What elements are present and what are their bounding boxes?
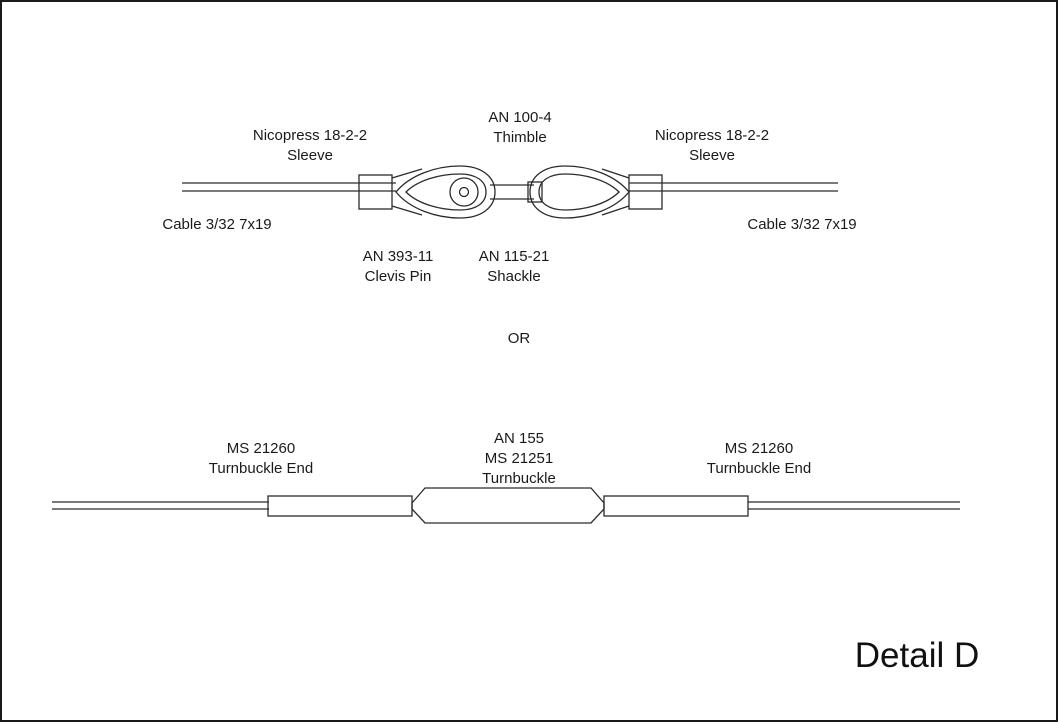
clevis-pin-shape <box>449 177 479 207</box>
cable-wrap-right <box>601 168 630 216</box>
cable-right-label: Cable 3/32 7x19 <box>747 215 856 235</box>
turnbuckle-label-line1: AN 155 <box>493 430 545 447</box>
clevis-pin-label-line1: AN 393-11 <box>362 248 434 265</box>
turnbuckle-end-right-shape <box>603 495 749 517</box>
sleeve-left-shape <box>358 174 393 210</box>
cable-left-lines <box>182 182 396 192</box>
sleeve-left-label: Nicopress 18-2-2 Sleeve <box>253 126 367 166</box>
turnbuckle-end-left-label-line1: MS 21260 <box>226 440 296 457</box>
thimble-label-line1: AN 100-4 <box>488 109 552 126</box>
thimble-right-shape <box>529 165 630 219</box>
thimble-label: AN 100-4 Thimble <box>488 108 551 148</box>
detail-title: Detail D <box>854 636 980 675</box>
turnbuckle-label: AN 155 MS 21251 Turnbuckle <box>482 429 556 489</box>
sleeve-right-label: Nicopress 18-2-2 Sleeve <box>655 126 769 166</box>
shackle-label: AN 115-21 Shackle <box>479 247 550 287</box>
clevis-pin-label: AN 393-11 Clevis Pin <box>363 247 434 287</box>
or-divider-label: OR <box>508 329 531 349</box>
sleeve-right-label-line2: Sleeve <box>689 147 735 164</box>
or-divider-label-line1: OR <box>507 330 531 347</box>
sleeve-right-label-line1: Nicopress 18-2-2 <box>654 127 770 144</box>
clevis-pin-label-line2: Clevis Pin <box>364 268 432 285</box>
turnbuckle-label-line2: MS 21251 <box>484 450 554 467</box>
turnbuckle-label-line3: Turnbuckle <box>482 470 556 487</box>
turnbuckle-end-right-label-line1: MS 21260 <box>724 440 794 457</box>
thimble-left-shape <box>395 165 496 219</box>
cable-right-lines <box>629 182 838 192</box>
shackle-label-line1: AN 115-21 <box>478 248 550 265</box>
sleeve-left-label-line2: Sleeve <box>287 147 333 164</box>
cable-left-label: Cable 3/32 7x19 <box>162 215 271 235</box>
turnbuckle-barrel-shape <box>411 487 605 524</box>
cable-left-label-line1: Cable 3/32 7x19 <box>162 216 272 233</box>
sleeve-left-label-line1: Nicopress 18-2-2 <box>252 127 368 144</box>
turnbuckle-assembly <box>52 487 960 524</box>
sleeve-right-shape <box>628 174 663 210</box>
tb-cable-right-lines <box>748 501 960 510</box>
turnbuckle-end-left-label: MS 21260 Turnbuckle End <box>209 439 314 479</box>
turnbuckle-end-left-shape <box>267 495 413 517</box>
turnbuckle-end-left-label-line2: Turnbuckle End <box>208 460 314 477</box>
thimble-label-line2: Thimble <box>493 129 547 146</box>
shackle-shape <box>490 181 543 203</box>
turnbuckle-end-right-label-line2: Turnbuckle End <box>706 460 812 477</box>
turnbuckle-end-right-label: MS 21260 Turnbuckle End <box>707 439 812 479</box>
cable-wrap-left <box>391 168 423 216</box>
cable-right-label-line1: Cable 3/32 7x19 <box>747 216 857 233</box>
shackle-label-line2: Shackle <box>487 268 541 285</box>
tb-cable-left-lines <box>52 501 269 510</box>
cable-splice-assembly <box>182 165 838 219</box>
